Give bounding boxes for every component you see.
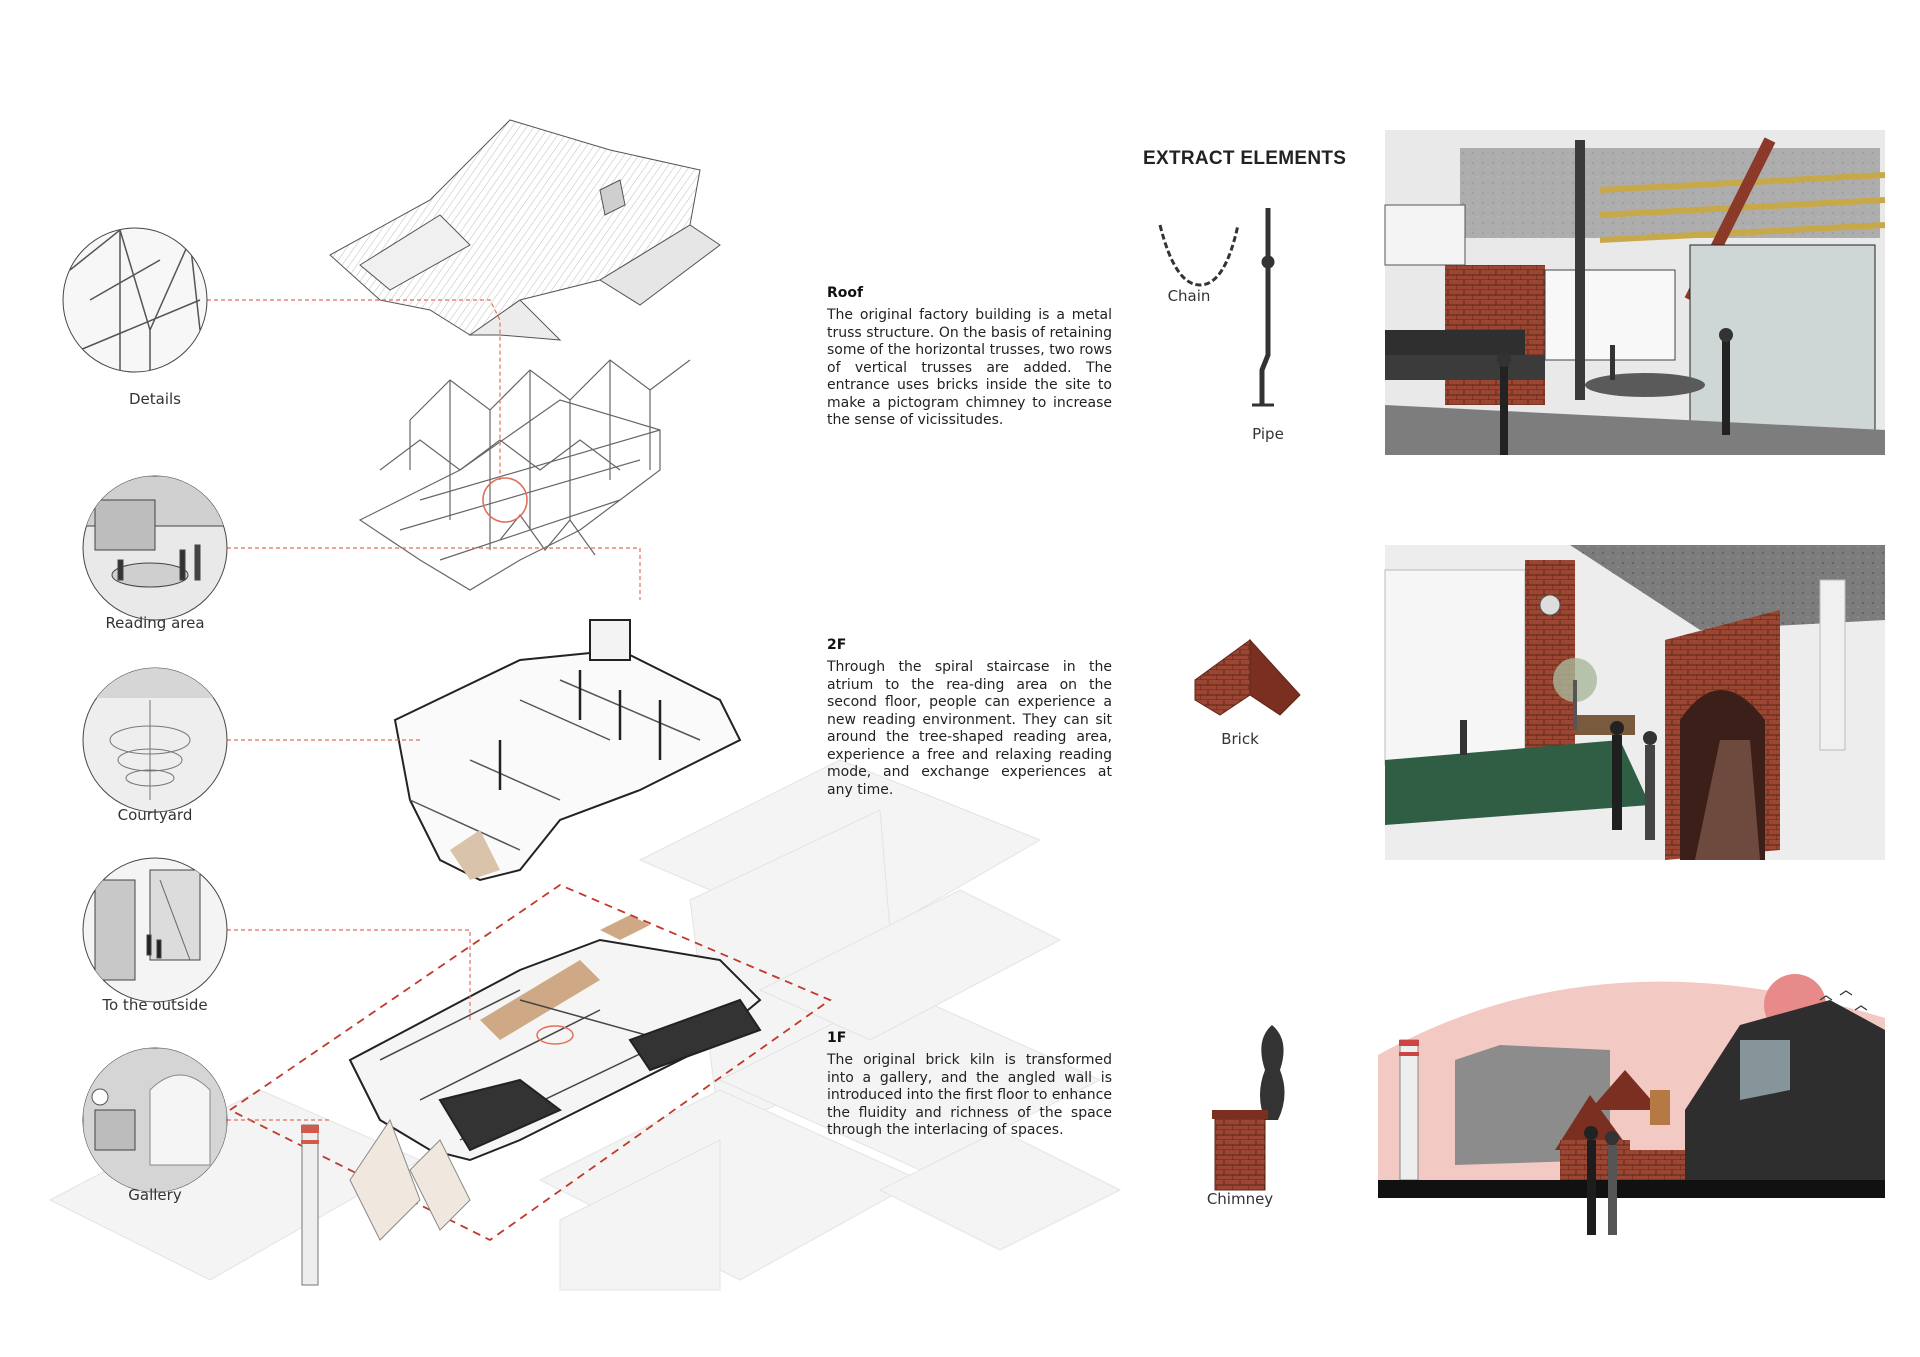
circle-label-gallery: Gallery xyxy=(128,1186,182,1204)
extract-elements-title: EXTRACT ELEMENTS xyxy=(1143,148,1347,169)
truss-layer xyxy=(358,359,691,591)
chain-icon xyxy=(1158,224,1240,287)
roof-layer xyxy=(329,119,721,341)
render-atrium xyxy=(1384,130,1886,455)
chimney-label: Chimney xyxy=(1206,1190,1274,1208)
floor-2f-body: Through the spiral staircase in the atri… xyxy=(827,659,1112,798)
roof-heading: Roof xyxy=(827,285,864,301)
floor-2f-description: 2F Through the spiral staircase in the a… xyxy=(827,637,1112,799)
site-context xyxy=(48,759,1122,1291)
floor-1f-layer xyxy=(348,915,762,1162)
floor-2f-heading: 2F xyxy=(827,637,847,653)
circle-to-the-outside xyxy=(82,857,228,1003)
brick-icon xyxy=(1194,638,1301,716)
gallery-structure xyxy=(349,1118,471,1241)
circle-label-details: Details xyxy=(128,390,181,408)
circle-courtyard xyxy=(82,667,228,813)
foreground-chimney xyxy=(301,1124,319,1286)
circle-reading-area xyxy=(82,475,228,621)
pipe-icon xyxy=(1252,208,1275,407)
chain-label: Chain xyxy=(1167,287,1211,305)
circle-label-to-the-outside: To the outside xyxy=(102,996,208,1014)
roof-body: The original factory building is a metal… xyxy=(827,307,1112,428)
chimney-icon xyxy=(1212,1025,1285,1191)
circle-details xyxy=(62,227,208,373)
floor-2f-layer xyxy=(393,619,742,882)
floor-1f-description: 1F The original brick kiln is transforme… xyxy=(827,1030,1112,1140)
roof-description: Roof The original factory building is a … xyxy=(827,285,1112,430)
circle-label-reading-area: Reading area xyxy=(105,614,205,632)
floor-1f-heading: 1F xyxy=(827,1030,847,1046)
render-courtyard xyxy=(1384,545,1885,860)
brick-label: Brick xyxy=(1221,730,1259,748)
circle-gallery xyxy=(82,1047,228,1193)
render-exterior xyxy=(1378,974,1885,1295)
floor-1f-body: The original brick kiln is transformed i… xyxy=(827,1052,1112,1138)
pipe-label: Pipe xyxy=(1252,425,1284,443)
leader-lines xyxy=(207,299,641,1121)
circle-label-courtyard: Courtyard xyxy=(117,806,193,824)
